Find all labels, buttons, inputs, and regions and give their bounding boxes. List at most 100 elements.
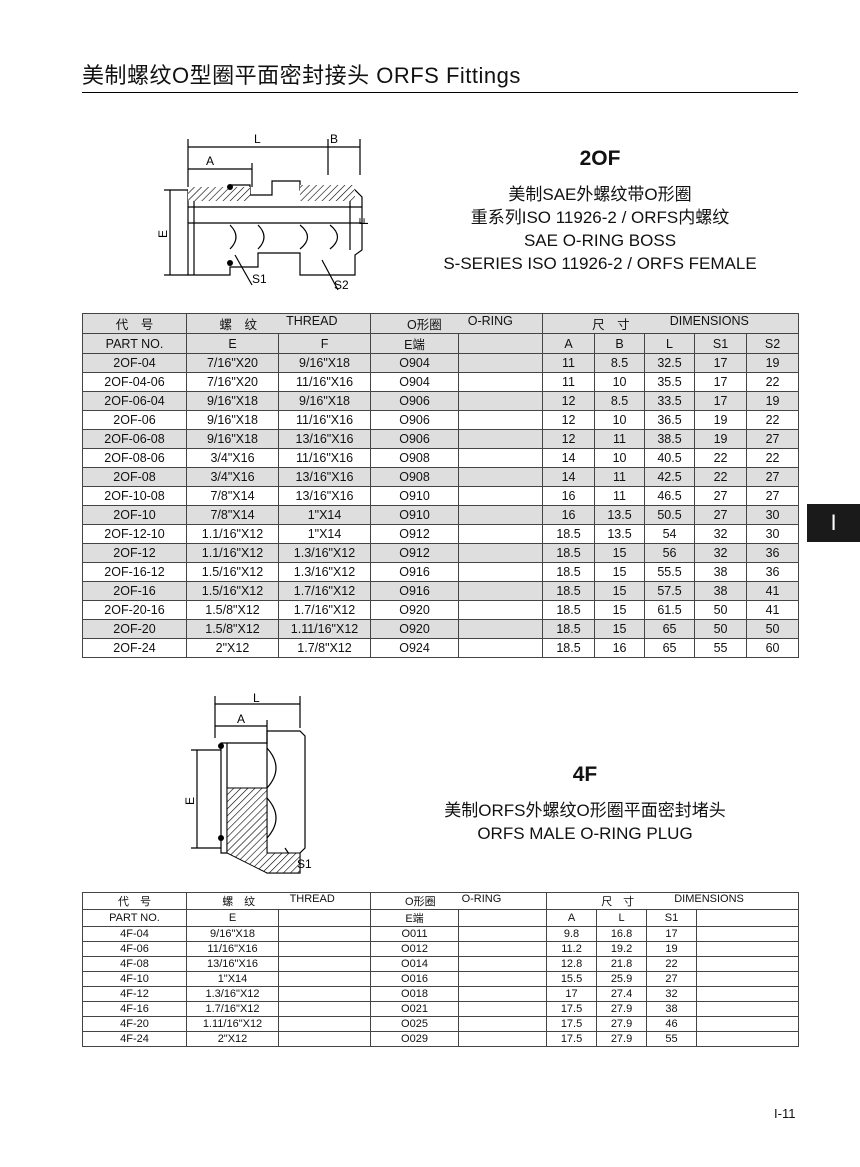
table-cell: O908: [370, 448, 460, 468]
label-4f-L: L: [253, 691, 260, 705]
table-cell: O904: [370, 353, 460, 373]
table-cell: 13/16"X16: [277, 486, 372, 506]
desc-2of-line4: S-SERIES ISO 11926-2 / ORFS FEMALE: [443, 254, 757, 273]
table-cell: 22: [694, 448, 748, 468]
table-cell: 13.5: [594, 505, 646, 525]
page-title: 美制螺纹O型圈平面密封接头 ORFS Fittings: [82, 63, 521, 88]
desc-4f-line1: 美制ORFS外螺纹O形圈平面密封堵头: [444, 801, 726, 820]
table-cell: O018: [370, 986, 460, 1002]
table-cell: 17.5: [546, 1016, 598, 1032]
table-cell: 17: [546, 986, 598, 1002]
table-cell: 19.2: [596, 941, 648, 957]
table-cell: 1.1/16"X12: [186, 543, 279, 563]
table-cell: 18.5: [542, 619, 596, 639]
table-cell: [458, 1016, 548, 1032]
table-cell: 27: [746, 467, 800, 487]
table-cell: 27.9: [596, 1031, 648, 1047]
col-head-part-cn: 代 号: [82, 313, 187, 334]
table-cell: 17.5: [546, 1001, 598, 1017]
table-cell: O920: [370, 600, 460, 620]
table-cell: 2OF-12-10: [82, 524, 187, 544]
table-cell: 14: [542, 448, 596, 468]
table-cell: 11/16"X16: [277, 410, 372, 430]
subheader-cell: PART NO.: [82, 333, 187, 354]
table-cell: [458, 372, 544, 392]
subheader-cell: E端: [370, 909, 460, 927]
table-cell: 22: [646, 956, 698, 972]
table-cell: 16.8: [596, 926, 648, 942]
table-cell: 38: [694, 562, 748, 582]
table-cell: O016: [370, 971, 460, 987]
table-cell: 55: [694, 638, 748, 658]
table-cell: [458, 543, 544, 563]
label-4f-E: E: [185, 797, 197, 805]
table-cell: 2OF-12: [82, 543, 187, 563]
table-cell: [696, 971, 800, 987]
table-cell: 1.3/16"X12: [277, 543, 372, 563]
table-cell: [696, 926, 800, 942]
table-cell: 9/16"X18: [186, 926, 279, 942]
table-cell: 32: [694, 524, 748, 544]
table-cell: 27.4: [596, 986, 648, 1002]
table-cell: O910: [370, 505, 460, 525]
table-cell: O014: [370, 956, 460, 972]
table-cell: 18.5: [542, 562, 596, 582]
label-S2: S2: [334, 278, 349, 292]
table-cell: 27: [746, 429, 800, 449]
table-cell: 7/8"X14: [186, 505, 279, 525]
table-cell: 3/4"X16: [186, 448, 279, 468]
table-cell: 18.5: [542, 581, 596, 601]
table-cell: [458, 448, 544, 468]
col-head-4f-part-cn: 代 号: [82, 892, 187, 910]
table-cell: [458, 971, 548, 987]
subheader-cell: S2: [746, 333, 800, 354]
table-cell: 40.5: [644, 448, 696, 468]
subheader-cell: A: [546, 909, 598, 927]
table-cell: 2OF-10: [82, 505, 187, 525]
table-cell: 12.8: [546, 956, 598, 972]
table-cell: 46.5: [644, 486, 696, 506]
table-cell: 13/16"X16: [277, 467, 372, 487]
table-cell: 15: [594, 600, 646, 620]
subheader-cell: [277, 909, 372, 927]
table-cell: [277, 1016, 372, 1032]
table-cell: 12: [542, 429, 596, 449]
table-cell: 15: [594, 581, 646, 601]
subheader-cell: E端: [370, 333, 460, 354]
table-cell: O924: [370, 638, 460, 658]
table-cell: 19: [646, 941, 698, 957]
title-4f-block: 4F 美制ORFS外螺纹O形圈平面密封堵头 ORFS MALE O-RING P…: [420, 763, 750, 845]
table-cell: 27.9: [596, 1016, 648, 1032]
table-cell: 7/8"X14: [186, 486, 279, 506]
table-cell: 4F-20: [82, 1016, 187, 1032]
table-cell: [277, 986, 372, 1002]
drawing-2of: L B A E F S1 S2: [156, 132, 371, 292]
table-cell: 27: [746, 486, 800, 506]
table-cell: 38.5: [644, 429, 696, 449]
table-cell: 1.5/16"X12: [186, 581, 279, 601]
table-cell: 2OF-06-04: [82, 391, 187, 411]
table-cell: 2OF-20: [82, 619, 187, 639]
table-cell: 18.5: [542, 543, 596, 563]
table-cell: 2OF-24: [82, 638, 187, 658]
table-cell: 12: [542, 391, 596, 411]
table-cell: 25.9: [596, 971, 648, 987]
table-cell: 22: [694, 467, 748, 487]
table-cell: 4F-04: [82, 926, 187, 942]
table-cell: [458, 941, 548, 957]
table-cell: 1.5/8"X12: [186, 619, 279, 639]
table-cell: 2OF-08: [82, 467, 187, 487]
table-cell: 41: [746, 600, 800, 620]
table-cell: [696, 941, 800, 957]
table-cell: 2OF-20-16: [82, 600, 187, 620]
